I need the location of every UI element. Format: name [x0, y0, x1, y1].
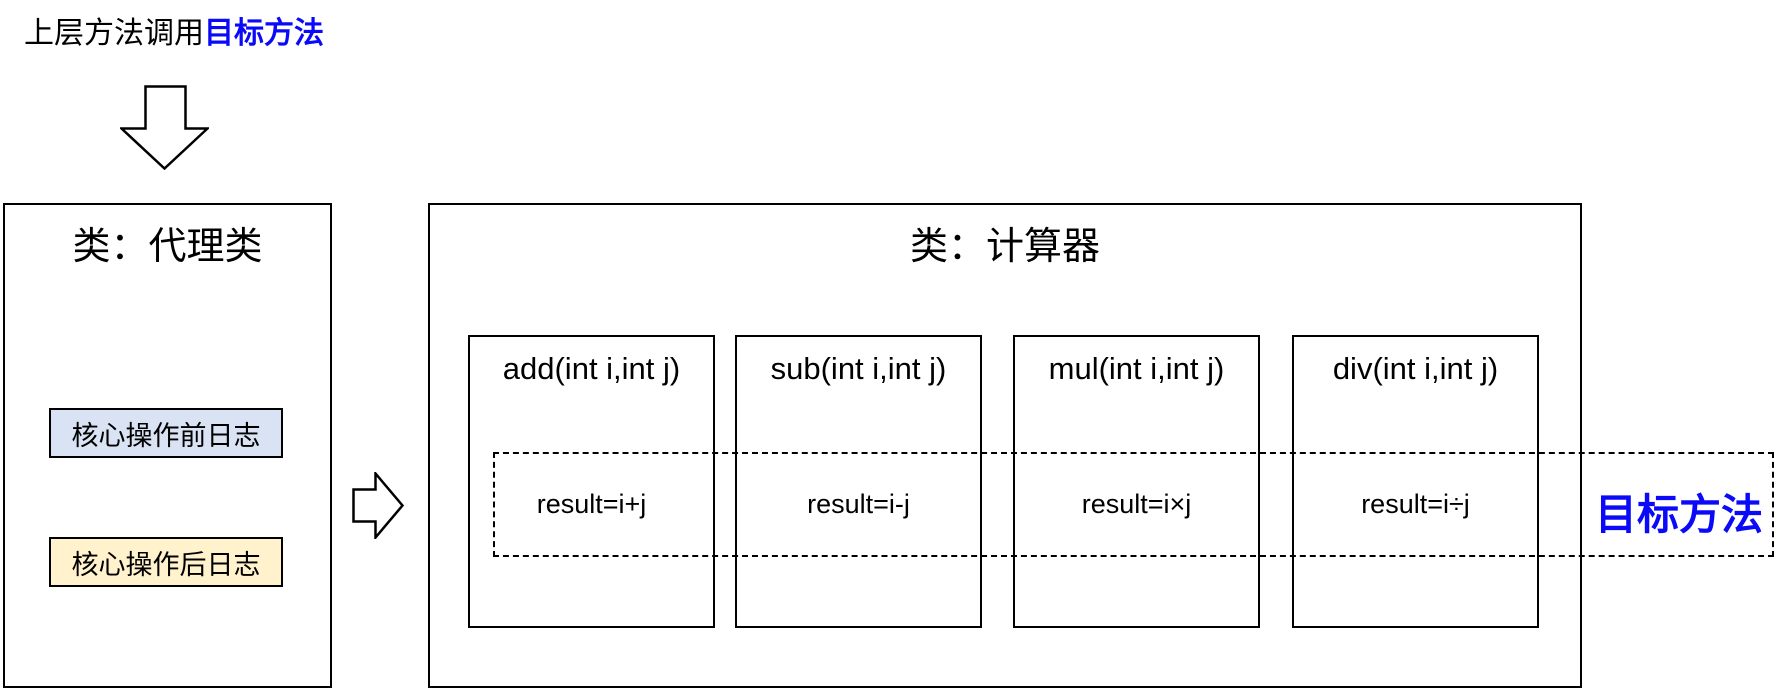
method-body-add: result=i+j: [536, 489, 647, 519]
method-body-mul: result=i×j: [1081, 489, 1192, 519]
header-caption: 上层方法调用目标方法: [24, 8, 324, 52]
header-caption-prefix: 上层方法调用: [24, 17, 204, 50]
method-body-sub: result=i-j: [807, 489, 910, 519]
proxy-class-box: 类：代理类 核心操作前日志 核心操作后日志: [3, 203, 332, 688]
method-signature-sub: sub(int i,int j): [770, 351, 947, 386]
down-arrow-icon: [118, 85, 211, 175]
method-signature-add: add(int i,int j): [502, 351, 681, 386]
method-body-div: result=i÷j: [1361, 489, 1470, 519]
method-box-sub: sub(int i,int j) result=i-j: [735, 335, 982, 628]
calculator-class-title: 类：计算器: [909, 226, 1100, 268]
method-signature-mul: mul(int i,int j): [1048, 351, 1225, 386]
target-method-label: 目标方法: [1594, 491, 1763, 538]
right-arrow-icon: [352, 470, 405, 544]
proxy-class-title: 类：代理类: [72, 226, 263, 268]
method-box-mul: mul(int i,int j) result=i×j: [1013, 335, 1260, 628]
pre-operation-log-box: 核心操作前日志: [49, 408, 283, 458]
post-operation-log-box: 核心操作后日志: [49, 537, 283, 587]
calculator-class-box: 类：计算器 add(int i,int j) result=i+j sub(in…: [428, 203, 1582, 688]
method-box-add: add(int i,int j) result=i+j: [468, 335, 715, 628]
method-signature-div: div(int i,int j): [1332, 351, 1499, 386]
method-box-div: div(int i,int j) result=i÷j: [1292, 335, 1539, 628]
header-caption-target-method: 目标方法: [204, 17, 324, 50]
